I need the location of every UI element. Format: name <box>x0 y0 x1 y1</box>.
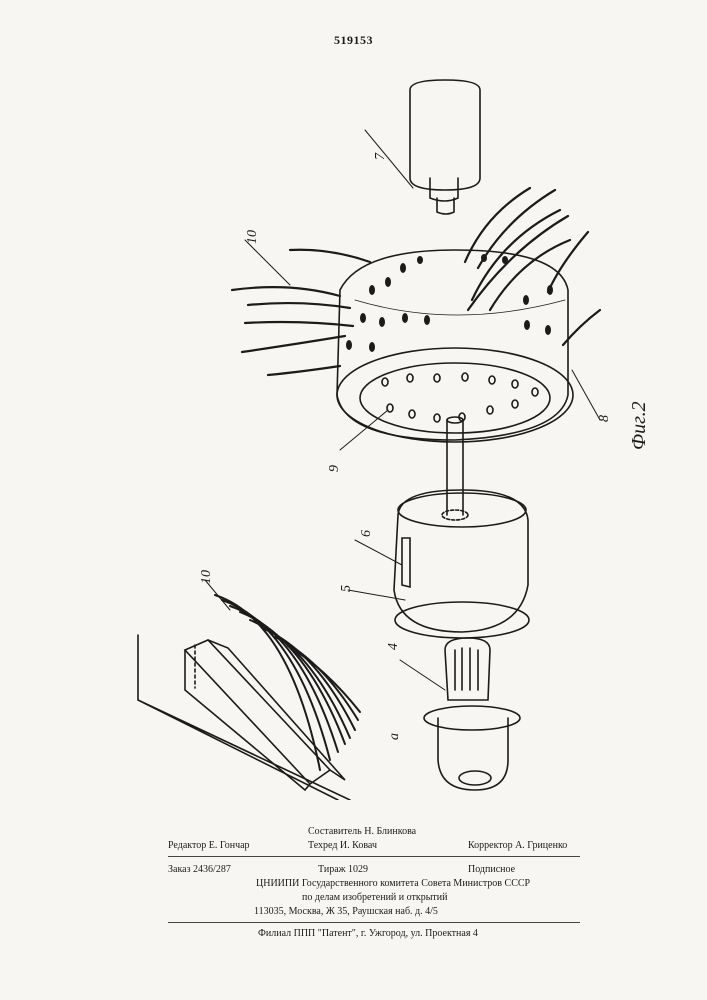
address: 113035, Москва, Ж 35, Раушская наб. д. 4… <box>254 906 438 917</box>
branch: Филиал ППП "Патент", г. Ужгород, ул. Про… <box>258 928 478 939</box>
techred: Техред И. Ковач <box>308 840 377 851</box>
corrector: Корректор А. Гриценко <box>468 840 567 851</box>
order: Заказ 2436/287 <box>168 864 231 875</box>
editor: Редактор Е. Гончар <box>168 840 250 851</box>
divider <box>168 922 580 923</box>
divider <box>168 856 580 857</box>
circulation: Тираж 1029 <box>318 864 368 875</box>
org-line-1: ЦНИИПИ Государственного комитета Совета … <box>256 878 530 889</box>
org-line-2: по делам изобретений и открытий <box>302 892 448 903</box>
compiler: Составитель Н. Блинкова <box>308 826 416 837</box>
subscription: Подписное <box>468 864 515 875</box>
